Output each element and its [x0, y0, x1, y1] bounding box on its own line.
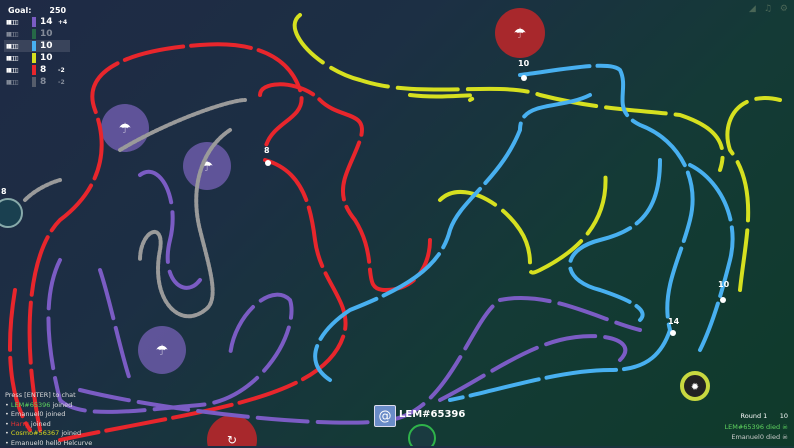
spiral-icon: @: [374, 405, 396, 427]
player-name: LEM#65396: [399, 409, 465, 420]
goal-value: 250: [49, 6, 66, 15]
chat-text: hello Helcurve: [44, 439, 93, 447]
player-green-marker: [409, 425, 435, 446]
powerup-purple: ☂: [183, 142, 231, 190]
powerup-purple: ☂: [138, 326, 186, 374]
player-color-swatch: [32, 65, 36, 75]
chat-panel: Press [ENTER] to chat • LEM#65396 joined…: [5, 391, 92, 448]
progress-bars: ▮▮▯▯▯: [6, 55, 28, 62]
chat-message: • Emanuel0 joined: [5, 410, 92, 420]
powerup-red: ↻: [207, 415, 257, 446]
scoreboard-row: ▮▮▯▯▯ 10: [4, 52, 70, 64]
player-score-label: 10: [518, 59, 529, 68]
death-message: LEM#65396 died: [725, 423, 781, 431]
score-delta: -2: [58, 79, 65, 86]
score-delta: -2: [58, 67, 65, 74]
chat-username: Emanuel0: [11, 439, 44, 447]
scoreboard-row: ▮▮▯▯▯ 8 -2: [4, 64, 70, 76]
chat-text: joined: [29, 420, 51, 428]
round-value: 10: [780, 412, 788, 420]
chat-username: LEM#65396: [11, 401, 50, 409]
chat-message: • Emanuel0 hello Helcurve: [5, 439, 92, 448]
progress-bars: ▮▮▯▯▯: [6, 19, 28, 26]
player-score: 8: [40, 77, 54, 87]
chat-message: • Cosmo#56367 joined: [5, 429, 92, 439]
powerup-yellow-ring: ✹: [682, 373, 708, 399]
sound-icon[interactable]: ◢: [749, 4, 756, 14]
player-head-red: [265, 160, 271, 166]
powerup-red: ☂: [495, 8, 545, 58]
svg-text:↻: ↻: [227, 433, 237, 446]
player-score-label: 10: [718, 280, 729, 289]
player-head-blue: [521, 75, 527, 81]
player-color-swatch: [32, 17, 36, 27]
player-score: 14: [40, 17, 54, 27]
player-score: 10: [40, 29, 54, 39]
scoreboard-row: ▮▮▯▯▯ 8 -2: [4, 76, 70, 88]
round-label: Round 1: [741, 412, 768, 420]
player-color-swatch: [32, 53, 36, 63]
score-delta: +4: [58, 19, 67, 26]
progress-bars: ▮▮▯▯▯: [6, 43, 28, 50]
progress-bars: ▮▮▯▯▯: [6, 79, 28, 86]
chat-text: joined: [59, 429, 81, 437]
round-panel: Round 1 10 LEM#65396 died ☠ Emanuel0 die…: [725, 411, 789, 443]
top-icons: ◢ ♫ ⚙: [749, 4, 788, 14]
player-score: 10: [40, 41, 54, 51]
progress-bars: ▮▮▯▯▯: [6, 67, 28, 74]
svg-text:☂: ☂: [119, 121, 132, 137]
player-score-label: 8: [1, 187, 7, 196]
player-color-swatch: [32, 41, 36, 51]
powerup-edge: [0, 199, 22, 227]
scoreboard: Goal:250 ▮▮▯▯▯14+4▮▮▯▯▯10▮▮▯▯▯10▮▮▯▯▯10▮…: [4, 4, 70, 88]
chat-username: Harry: [11, 420, 29, 428]
scoreboard-row: ▮▮▯▯▯ 14 +4: [4, 16, 70, 28]
player-score-label: 8: [264, 146, 270, 155]
chat-username: Cosmo#56367: [11, 429, 59, 437]
goal-label: Goal:: [8, 6, 31, 15]
chat-username: Emanuel0: [11, 410, 44, 418]
skull-icon: ☠: [782, 423, 788, 431]
player-score: 8: [40, 65, 54, 75]
player-score-label: 14: [668, 317, 679, 326]
player-color-swatch: [32, 29, 36, 39]
scoreboard-row: ▮▮▯▯▯ 10: [4, 40, 70, 52]
player-head-yellow: [720, 297, 726, 303]
music-icon[interactable]: ♫: [764, 4, 772, 14]
player-color-swatch: [32, 77, 36, 87]
skull-icon: ☠: [782, 433, 788, 441]
player-score: 10: [40, 53, 54, 63]
svg-text:☂: ☂: [156, 343, 169, 359]
player-head-purple: [670, 330, 676, 336]
purple-trail: [48, 172, 640, 423]
chat-text: joined: [44, 410, 66, 418]
gear-icon[interactable]: ⚙: [780, 4, 788, 14]
chat-message: • Harry joined: [5, 420, 92, 430]
chat-prompt[interactable]: Press [ENTER] to chat: [5, 391, 92, 401]
progress-bars: ▮▮▯▯▯: [6, 31, 28, 38]
death-message: Emanuel0 died: [731, 433, 780, 441]
chat-text: joined: [50, 401, 72, 409]
scoreboard-row: ▮▮▯▯▯ 10: [4, 28, 70, 40]
svg-text:✹: ✹: [691, 382, 699, 393]
chat-message: • LEM#65396 joined: [5, 401, 92, 411]
svg-text:☂: ☂: [514, 26, 527, 42]
